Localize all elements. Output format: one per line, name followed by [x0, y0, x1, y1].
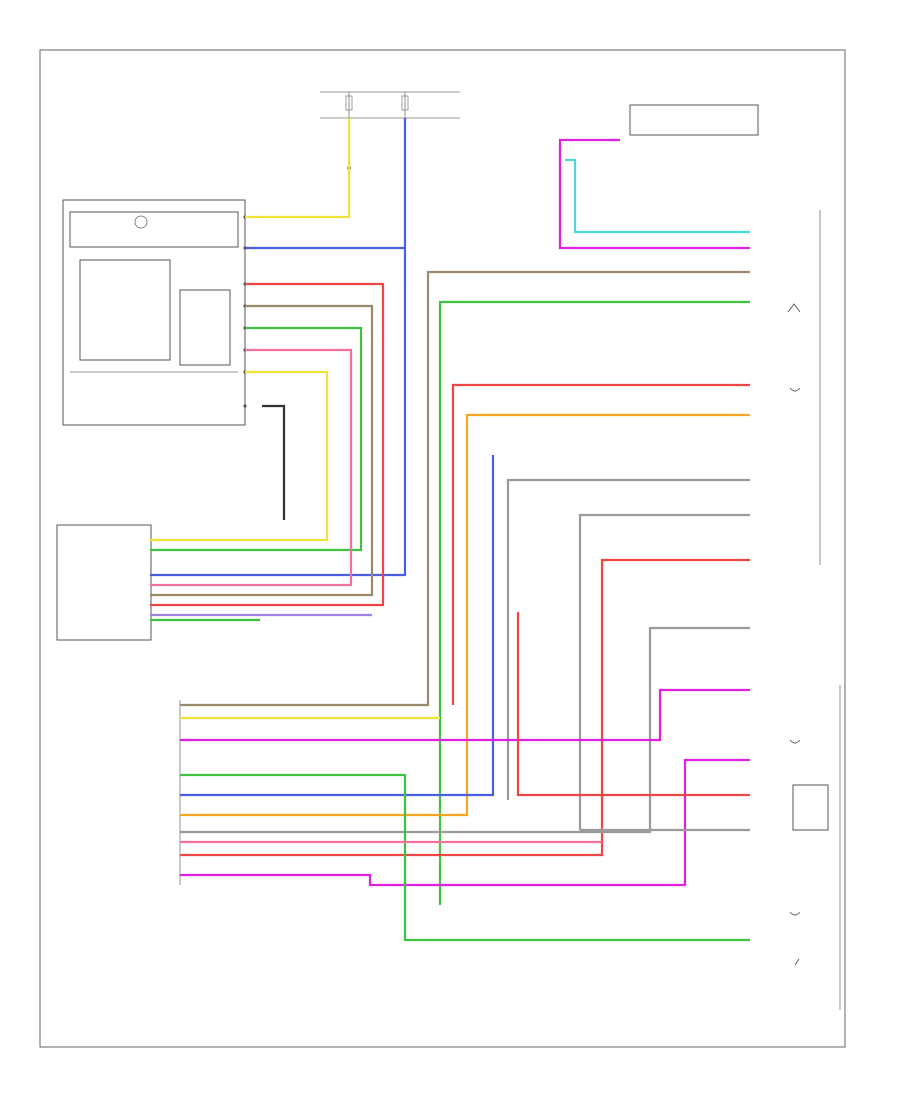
wire-gray-right-1: [506, 478, 750, 800]
wire-green-right: [438, 300, 750, 905]
wire-red-right: [451, 383, 750, 705]
diagram-frame: [39, 49, 846, 1048]
motor-1-icon: [787, 303, 801, 313]
wire-blue-main: [150, 118, 407, 577]
wire-yellow-top: [245, 118, 351, 219]
fuse-block-group: [320, 91, 460, 215]
wire-black-ground: [262, 404, 286, 520]
wire-pink-switch: [150, 348, 353, 587]
wire-orange-right: [180, 413, 750, 817]
wire-gray-right-2: [578, 513, 750, 830]
fuse-right: [401, 95, 409, 111]
wire-magenta-door: [180, 758, 750, 887]
motor-2-icon: [789, 387, 801, 392]
wire-red-switch: [150, 282, 385, 607]
wire-magenta-right: [558, 138, 750, 250]
wire-magenta-lower: [180, 688, 750, 742]
wire-red-lower: [180, 558, 750, 857]
right-components: [629, 104, 841, 1010]
wire-brown-right: [180, 270, 750, 707]
wire-gray-lower: [180, 626, 750, 834]
wire-green-door: [180, 773, 750, 942]
wire-yellow-switch: [150, 370, 329, 542]
mirror-motor-icons: [787, 303, 801, 966]
wire-blue-right: [180, 455, 495, 797]
fuse-left: [345, 95, 353, 111]
wire-cyan-right: [565, 158, 750, 234]
motor-4-icon: [789, 911, 801, 916]
wire-red-door: [516, 612, 750, 797]
illumination-lamp-icon: [134, 215, 148, 229]
driver-connector: [56, 524, 152, 641]
motor-3-icon: [789, 739, 801, 744]
motor-5-icon: [794, 958, 800, 966]
wire-green-switch: [150, 326, 363, 552]
wire-brown-switch: [150, 304, 374, 597]
wires-group: [150, 118, 750, 942]
exterior-mirror-switch: [62, 199, 246, 426]
